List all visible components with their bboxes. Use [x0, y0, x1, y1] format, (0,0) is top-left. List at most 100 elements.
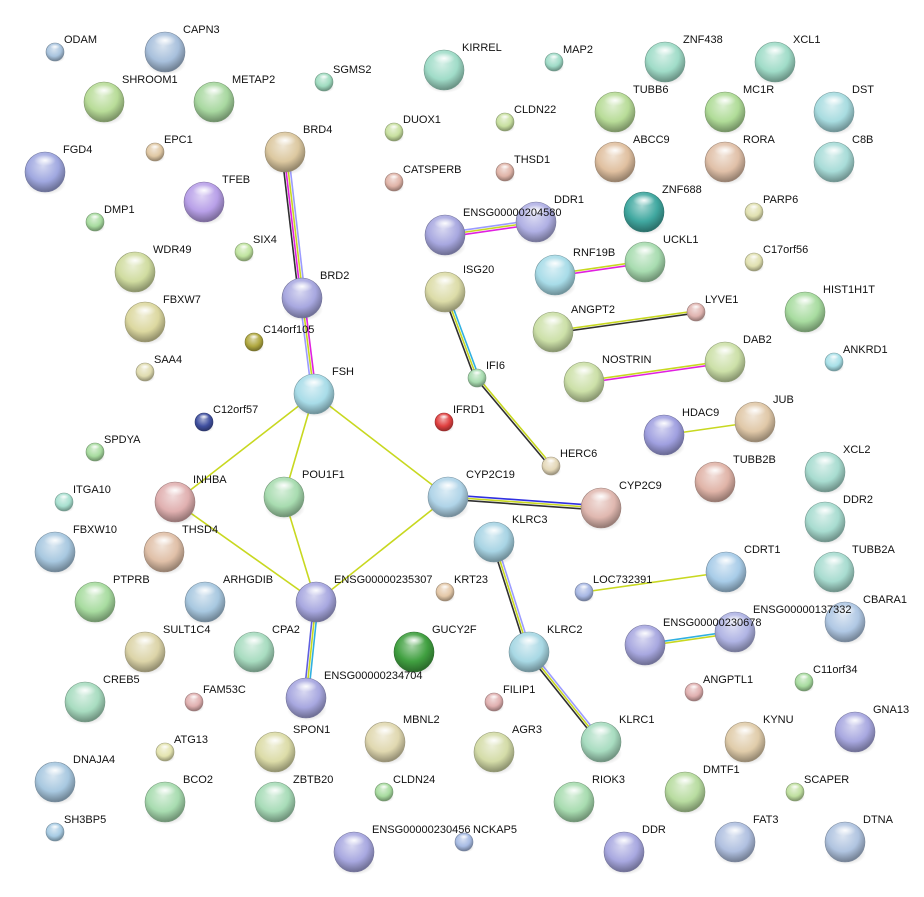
protein-node[interactable]: [424, 214, 466, 258]
protein-node[interactable]: [393, 631, 435, 675]
protein-node[interactable]: [473, 521, 515, 565]
protein-node[interactable]: [154, 481, 196, 525]
protein-node[interactable]: [724, 721, 766, 765]
protein-node[interactable]: [744, 252, 764, 273]
protein-node[interactable]: [553, 781, 595, 825]
protein-node[interactable]: [135, 362, 155, 383]
edge-FSH-CYP2C19[interactable]: [313, 393, 449, 498]
protein-node[interactable]: [295, 581, 337, 625]
protein-node[interactable]: [293, 373, 335, 417]
protein-node[interactable]: [144, 781, 186, 825]
protein-node[interactable]: [234, 242, 254, 263]
protein-node[interactable]: [263, 476, 305, 520]
protein-node[interactable]: [434, 412, 454, 433]
protein-node[interactable]: [754, 41, 796, 85]
protein-node[interactable]: [515, 201, 557, 245]
protein-node[interactable]: [624, 624, 666, 668]
protein-node[interactable]: [333, 831, 375, 875]
protein-node[interactable]: [424, 271, 466, 315]
protein-node[interactable]: [804, 451, 846, 495]
protein-node[interactable]: [495, 112, 515, 133]
protein-node[interactable]: [34, 531, 76, 575]
protein-node[interactable]: [603, 831, 645, 875]
protein-node[interactable]: [580, 721, 622, 765]
protein-node[interactable]: [233, 631, 275, 675]
protein-node[interactable]: [813, 91, 855, 135]
protein-node[interactable]: [813, 141, 855, 185]
protein-node[interactable]: [85, 212, 105, 233]
protein-node[interactable]: [74, 581, 116, 625]
protein-node[interactable]: [694, 461, 736, 505]
protein-node[interactable]: [45, 822, 65, 843]
protein-node[interactable]: [83, 81, 125, 125]
protein-node[interactable]: [124, 301, 166, 345]
protein-node[interactable]: [714, 821, 756, 865]
protein-node[interactable]: [704, 91, 746, 135]
edge-NOSTRIN-DAB2[interactable]: [583, 360, 726, 384]
protein-node[interactable]: [804, 501, 846, 545]
protein-node[interactable]: [364, 721, 406, 765]
edge-IFI6-HERC6[interactable]: [475, 376, 553, 468]
protein-node[interactable]: [467, 368, 487, 389]
protein-node[interactable]: [744, 202, 764, 223]
protein-node[interactable]: [594, 141, 636, 185]
edge-INHBA-ENSG00000235307[interactable]: [174, 501, 317, 603]
protein-node[interactable]: [124, 631, 166, 675]
protein-node[interactable]: [495, 162, 515, 183]
protein-node[interactable]: [34, 761, 76, 805]
protein-node[interactable]: [684, 682, 704, 703]
protein-node[interactable]: [532, 311, 574, 355]
protein-node[interactable]: [145, 142, 165, 163]
protein-node[interactable]: [45, 42, 65, 63]
protein-node[interactable]: [193, 81, 235, 125]
protein-node[interactable]: [374, 782, 394, 803]
protein-node[interactable]: [314, 72, 334, 93]
protein-node[interactable]: [704, 141, 746, 185]
edge-LOC732391-CDRT1[interactable]: [583, 571, 727, 593]
protein-node[interactable]: [264, 131, 306, 175]
protein-node[interactable]: [714, 611, 756, 655]
edge-CYP2C19-ENSG00000235307[interactable]: [315, 496, 449, 603]
protein-node[interactable]: [184, 692, 204, 713]
protein-node[interactable]: [183, 181, 225, 225]
edge-BRD4-BRD2[interactable]: [280, 151, 307, 299]
protein-node[interactable]: [623, 191, 665, 235]
protein-node[interactable]: [384, 122, 404, 143]
protein-node[interactable]: [705, 551, 747, 595]
protein-node[interactable]: [824, 352, 844, 373]
protein-node[interactable]: [541, 456, 561, 477]
protein-node[interactable]: [624, 241, 666, 285]
edge-FSH-INHBA[interactable]: [174, 393, 315, 503]
protein-node[interactable]: [473, 731, 515, 775]
protein-node[interactable]: [384, 172, 404, 193]
protein-node[interactable]: [594, 91, 636, 135]
protein-node[interactable]: [24, 151, 66, 195]
protein-node[interactable]: [664, 771, 706, 815]
protein-node[interactable]: [784, 291, 826, 335]
protein-node[interactable]: [574, 582, 594, 603]
protein-node[interactable]: [281, 277, 323, 321]
protein-node[interactable]: [644, 41, 686, 85]
protein-node[interactable]: [155, 742, 175, 763]
protein-node[interactable]: [244, 332, 264, 353]
protein-node[interactable]: [184, 581, 226, 625]
protein-node[interactable]: [813, 551, 855, 595]
protein-node[interactable]: [254, 781, 296, 825]
protein-node[interactable]: [563, 361, 605, 405]
protein-node[interactable]: [423, 49, 465, 93]
protein-node[interactable]: [254, 731, 296, 775]
protein-node[interactable]: [64, 681, 106, 725]
protein-node[interactable]: [454, 832, 474, 853]
protein-node[interactable]: [580, 487, 622, 531]
protein-node[interactable]: [427, 476, 469, 520]
edge-ANGPT2-LYVE1[interactable]: [552, 310, 697, 334]
protein-node[interactable]: [643, 414, 685, 458]
protein-node[interactable]: [484, 692, 504, 713]
protein-node[interactable]: [686, 302, 706, 323]
protein-node[interactable]: [534, 254, 576, 298]
protein-node[interactable]: [824, 601, 866, 645]
protein-node[interactable]: [785, 782, 805, 803]
protein-node[interactable]: [114, 251, 156, 295]
protein-node[interactable]: [435, 582, 455, 603]
protein-node[interactable]: [194, 412, 214, 433]
